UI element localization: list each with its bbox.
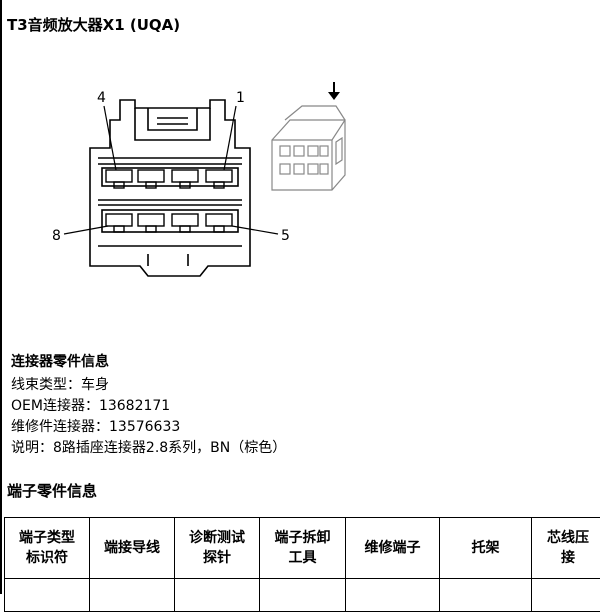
column-header-bracket: 托架 bbox=[440, 518, 532, 579]
column-header-removal-tool: 端子拆卸 工具 bbox=[260, 518, 346, 579]
left-border-rule bbox=[0, 0, 2, 594]
pin-label-1: 1 bbox=[236, 90, 245, 106]
column-header-probe: 诊断测试 探针 bbox=[175, 518, 260, 579]
column-header-wire: 端接导线 bbox=[90, 518, 175, 579]
terminal-cavities bbox=[106, 170, 232, 232]
service-connector-line: 维修件连接器：13576633 bbox=[11, 417, 286, 438]
terminal-info-table: 端子类型 标识符 端接导线 诊断测试 探针 端子拆卸 工具 维修端子 托架 芯线… bbox=[4, 517, 600, 612]
pin-label-5: 5 bbox=[281, 228, 290, 244]
connector-diagram: 4 1 8 5 bbox=[40, 80, 380, 280]
terminal-info-heading: 端子零件信息 bbox=[7, 480, 97, 501]
harness-type-line: 线束类型：车身 bbox=[11, 375, 286, 396]
oem-connector-line: OEM连接器：13682171 bbox=[11, 396, 286, 417]
pin-label-4: 4 bbox=[97, 90, 106, 106]
column-header-terminal-type: 端子类型 标识符 bbox=[5, 518, 90, 579]
page-title: T3音频放大器X1 (UQA) bbox=[7, 14, 180, 35]
column-header-service-terminal: 维修端子 bbox=[346, 518, 440, 579]
table-header-row: 端子类型 标识符 端接导线 诊断测试 探针 端子拆卸 工具 维修端子 托架 芯线… bbox=[5, 518, 600, 579]
description-line: 说明：8路插座连接器2.8系列，BN（棕色） bbox=[11, 438, 286, 459]
connector-info-block: 连接器零件信息 线束类型：车身 OEM连接器：13682171 维修件连接器：1… bbox=[11, 352, 286, 459]
connector-iso-view bbox=[272, 106, 345, 190]
pin-label-8: 8 bbox=[52, 228, 61, 244]
column-header-crimp: 芯线压 接 bbox=[532, 518, 600, 579]
table-row bbox=[5, 579, 600, 612]
connector-info-heading: 连接器零件信息 bbox=[11, 352, 286, 373]
pin-leader-lines bbox=[64, 106, 278, 234]
down-arrow-icon bbox=[328, 82, 340, 100]
